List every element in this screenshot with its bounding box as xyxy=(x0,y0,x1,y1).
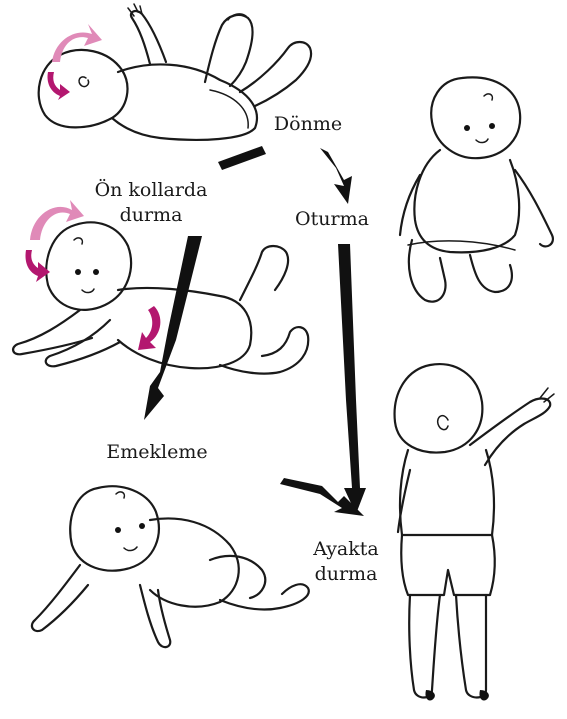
label-ayakta-line1: Ayakta xyxy=(306,537,386,561)
baby-crawling-illustration xyxy=(32,486,309,647)
baby-standing-illustration xyxy=(395,364,554,700)
arrow-oturma-to-ayakta xyxy=(338,244,366,514)
hip-arrow-icon xyxy=(138,306,160,350)
arrow-donme-to-forearms xyxy=(218,146,266,170)
rotate-arrow-icon xyxy=(30,200,84,240)
label-oturma: Oturma xyxy=(292,207,372,231)
label-emekleme: Emekleme xyxy=(102,440,212,464)
roll-arrow-icon xyxy=(52,24,102,62)
label-donme: Dönme xyxy=(268,112,348,136)
label-on-kollarda-line1: Ön kollarda xyxy=(86,178,216,202)
arrow-donme-to-oturma xyxy=(320,148,352,204)
label-ayakta-line2: durma xyxy=(306,562,386,586)
label-on-kollarda-line2: durma xyxy=(86,203,216,227)
baby-sitting-illustration xyxy=(400,77,553,301)
roll-arrow-dark-icon xyxy=(48,72,71,100)
